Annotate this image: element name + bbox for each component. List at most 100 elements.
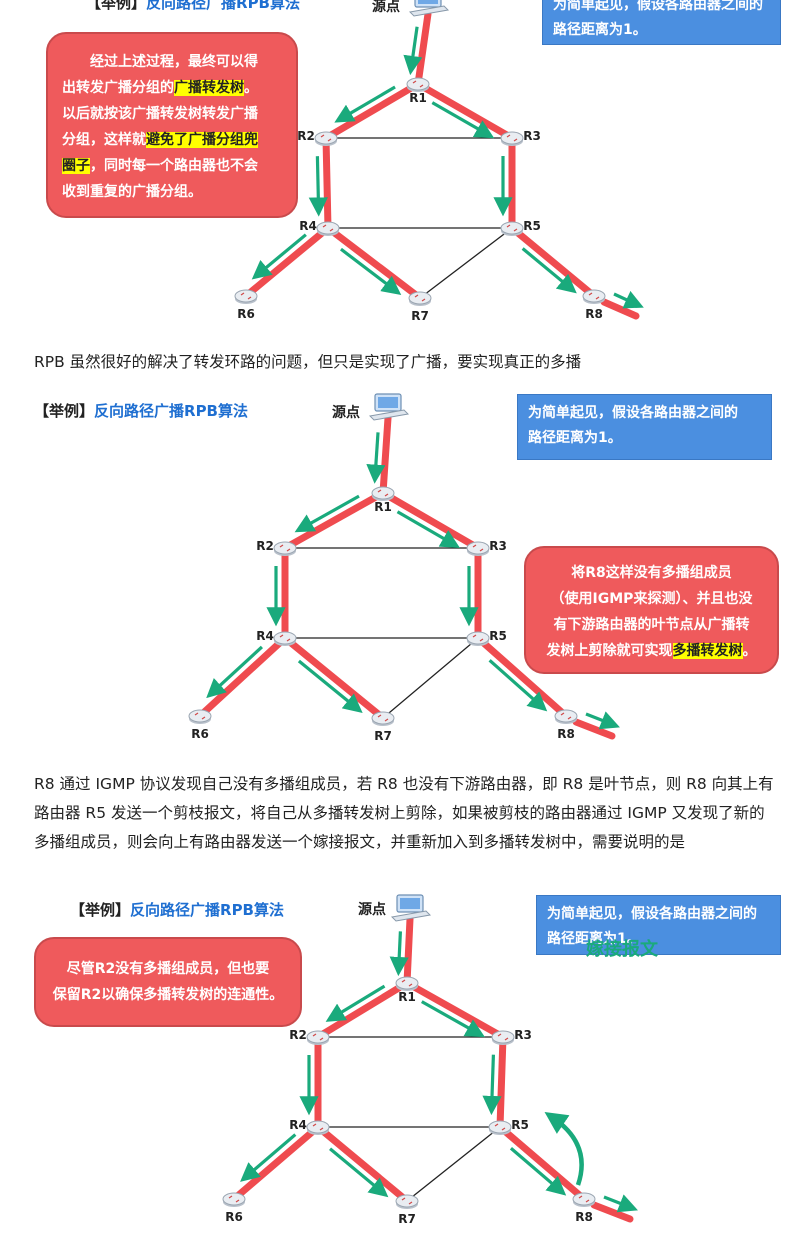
forward-arrow-S-R1 xyxy=(366,432,386,484)
graft-message-arrow xyxy=(544,1111,584,1186)
forward-arrow-R4-R7 xyxy=(297,659,363,714)
forward-arrow-R8-tail xyxy=(585,711,620,730)
router-label-R1: R1 xyxy=(374,500,392,514)
router-R1-icon xyxy=(395,976,419,990)
source-laptop-screen xyxy=(418,0,438,4)
forward-arrow-R4-R6 xyxy=(206,645,263,699)
tree-link-R1-R3 xyxy=(403,979,507,1041)
router-label-R6: R6 xyxy=(225,1210,243,1224)
tree-link-R1-R2 xyxy=(314,979,411,1041)
graft-message-label: 嫁接报文 xyxy=(586,939,658,960)
router-R5-icon xyxy=(500,221,524,235)
router-R7-icon xyxy=(371,711,395,725)
router-R6-icon xyxy=(234,289,258,303)
forward-arrow-R3-R5 xyxy=(482,1054,502,1116)
router-R2-icon xyxy=(273,541,297,555)
router-label-R4: R4 xyxy=(256,629,274,643)
router-R8-arrows xyxy=(588,292,600,300)
router-R2-arrows xyxy=(312,1033,324,1041)
router-R6-icon xyxy=(222,1192,246,1206)
router-R3-arrows xyxy=(472,544,484,552)
tree-link-R3-R5 xyxy=(496,1033,507,1131)
diagram-panel-3: 【举例】反向路径广播RPB算法 源点 为简单起见，假设各路由器之间的 路径距离为… xyxy=(0,889,798,1239)
forward-arrow-R2-R4 xyxy=(308,156,328,217)
router-label-R7: R7 xyxy=(398,1212,416,1226)
router-R8-icon xyxy=(572,1192,596,1206)
tree-link-R4-R7 xyxy=(324,224,424,302)
forward-arrow-R1-R2 xyxy=(325,984,386,1022)
router-R7-icon xyxy=(395,1194,419,1208)
explanation-bubble: 尽管R2没有多播组成员，但也要 保留R2以确保多播转发树的连通性。 xyxy=(34,937,302,1027)
link-R5-R7 xyxy=(419,227,513,299)
router-label-R8: R8 xyxy=(575,1210,593,1224)
router-R4-arrows xyxy=(322,224,334,232)
tree-link-R4-R6 xyxy=(242,224,332,300)
distance-note: 为简单起见，假设各路由器之间的 路径距离为1。 xyxy=(542,0,781,45)
router-R6-arrows xyxy=(194,712,206,720)
router-label-R4: R4 xyxy=(289,1118,307,1132)
tree-link-R4-R6 xyxy=(230,1123,322,1203)
tree-link-R8-tail xyxy=(600,298,640,320)
explanation-bubble: 经过上述过程，最终可以得 出转发广播分组的广播转发树。 以后就按该广播转发树转发… xyxy=(46,32,298,218)
router-R8-arrows xyxy=(578,1195,590,1203)
diagram-title: 【举例】反向路径广播RPB算法 xyxy=(34,402,248,420)
tree-link-R1-R3 xyxy=(379,489,482,552)
forward-arrow-R4-R7 xyxy=(339,247,402,296)
router-label-R4: R4 xyxy=(299,219,317,233)
router-R5-icon xyxy=(488,1120,512,1134)
source-laptop-base xyxy=(368,409,410,421)
router-R6-arrows xyxy=(240,292,252,300)
router-R7-arrows xyxy=(377,714,389,722)
router-R4-icon xyxy=(316,221,340,235)
router-R8-icon xyxy=(582,289,606,303)
forward-arrow-R8-tail xyxy=(603,1194,638,1213)
source-label: 源点 xyxy=(358,902,386,918)
router-R7-arrows xyxy=(414,294,426,302)
router-R3-icon xyxy=(466,541,490,555)
forward-arrow-R1-R3 xyxy=(421,1000,485,1038)
router-R1-arrows xyxy=(401,979,413,987)
router-R4-arrows xyxy=(312,1123,324,1131)
explanation-bubble: 将R8这样没有多播组成员 （使用IGMP来探测）、并且也没 有下游路由器的叶节点… xyxy=(524,546,779,674)
router-R1-arrows xyxy=(412,80,424,88)
tree-link-R4-R7 xyxy=(281,634,387,722)
tree-link-R1-R2 xyxy=(322,80,422,142)
router-label-R3: R3 xyxy=(514,1028,532,1042)
router-label-R5: R5 xyxy=(523,219,541,233)
router-R3-arrows xyxy=(497,1033,509,1041)
tree-link-R8-tail xyxy=(590,1201,634,1223)
forward-arrow-R1-R3 xyxy=(396,510,461,548)
diagram-panel-1: 【举例】反向路径广播RPB算法 源点 为简单起见，假设各路由器之间的 路径距离为… xyxy=(0,0,798,336)
router-label-R8: R8 xyxy=(585,307,603,321)
tree-link-S-R1 xyxy=(403,915,414,987)
forward-arrow-R1-R2 xyxy=(294,494,360,533)
router-R5-arrows xyxy=(506,224,518,232)
router-label-R5: R5 xyxy=(511,1118,529,1132)
paragraph-prune: R8 通过 IGMP 协议发现自己没有多播组成员，若 R8 也没有下游路由器，即… xyxy=(34,775,774,851)
tree-link-R1-R3 xyxy=(414,80,516,142)
router-R3-icon xyxy=(500,131,524,145)
distance-note: 为简单起见，假设各路由器之间的 路径距离为1。 xyxy=(517,394,772,460)
router-R6-arrows xyxy=(228,1195,240,1203)
forward-arrow-R1-R3 xyxy=(431,101,495,139)
tree-link-S-R1 xyxy=(379,414,392,497)
router-label-R7: R7 xyxy=(411,309,429,323)
router-R2-icon xyxy=(306,1030,330,1044)
forward-arrow-S-R1 xyxy=(403,26,423,76)
tree-link-R2-R4 xyxy=(322,134,332,232)
router-R5-icon xyxy=(466,631,490,645)
tree-link-R5-R8 xyxy=(496,1123,588,1203)
forward-arrow-R1-R2 xyxy=(334,85,396,123)
router-label-R6: R6 xyxy=(191,727,209,741)
router-R3-icon xyxy=(491,1030,515,1044)
router-label-R2: R2 xyxy=(289,1028,307,1042)
router-R2-arrows xyxy=(320,134,332,142)
tree-link-S-R1 xyxy=(414,10,432,88)
tree-link-R1-R2 xyxy=(281,489,387,552)
router-R4-arrows xyxy=(279,634,291,642)
forward-arrow-R5-R8 xyxy=(488,659,548,712)
router-R1-arrows xyxy=(377,489,389,497)
router-R4-icon xyxy=(273,631,297,645)
